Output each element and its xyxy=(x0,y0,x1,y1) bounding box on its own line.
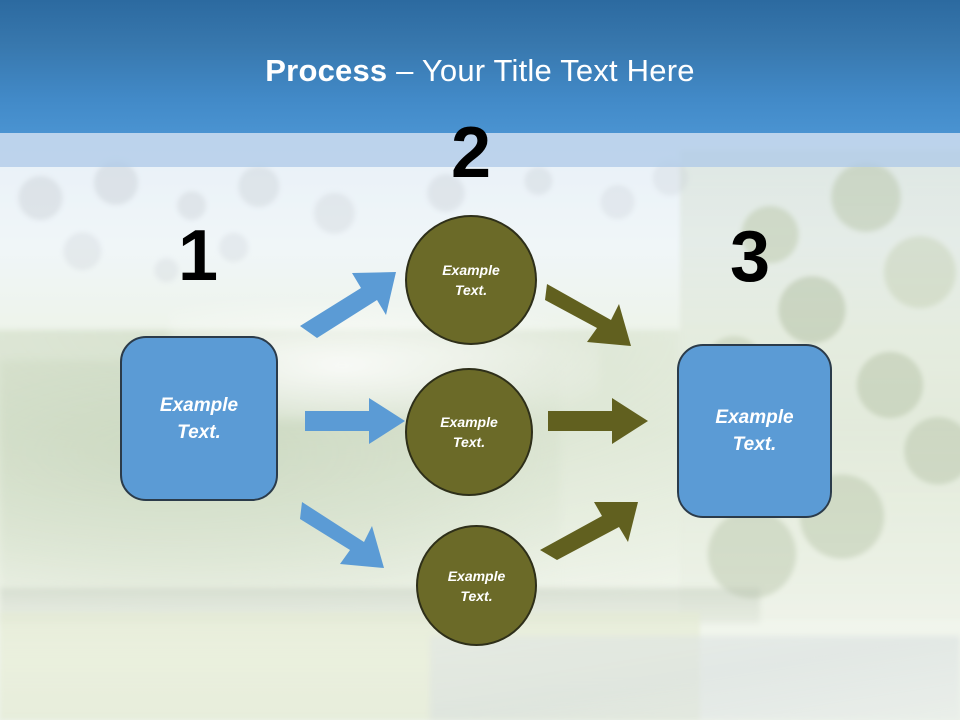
arrow-olive-down-right-icon xyxy=(545,284,631,346)
page-title-separator: – xyxy=(387,53,422,88)
process-circle-bottom-line-1: Example xyxy=(447,567,506,584)
output-box[interactable]: Example Text. xyxy=(677,344,832,518)
input-box-line-1: Example xyxy=(159,394,239,416)
arrow-blue-right-icon xyxy=(305,398,405,444)
process-circle-bottom-text: Example Text. xyxy=(448,566,506,606)
process-circle-top[interactable]: Example Text. xyxy=(405,215,537,345)
step-number-1: 1 xyxy=(177,216,219,296)
output-box-line-2: Text. xyxy=(732,434,777,455)
background-river-water xyxy=(430,636,960,720)
arrow-olive-right-icon xyxy=(548,398,648,444)
step-number-3: 3 xyxy=(729,217,771,297)
process-circle-top-text: Example Text. xyxy=(442,260,500,300)
process-circle-bottom-line-2: Text. xyxy=(460,587,493,604)
process-circle-bottom[interactable]: Example Text. xyxy=(416,525,537,646)
output-box-text: Example Text. xyxy=(715,404,793,458)
arrow-blue-up-right-icon xyxy=(300,272,396,338)
process-circle-top-line-2: Text. xyxy=(454,282,488,298)
arrow-olive-up-right-icon xyxy=(540,502,638,560)
input-box-line-2: Text. xyxy=(177,421,221,443)
arrow-blue-down-right-icon xyxy=(300,502,384,568)
process-circle-top-line-1: Example xyxy=(442,262,500,278)
title-band-accent xyxy=(0,133,960,167)
title-band xyxy=(0,0,960,133)
output-box-line-1: Example xyxy=(715,407,794,428)
process-circle-middle-line-2: Text. xyxy=(452,434,486,450)
process-circle-middle[interactable]: Example Text. xyxy=(405,368,533,496)
input-box-text: Example Text. xyxy=(160,392,238,446)
page-title: Process – Your Title Text Here xyxy=(0,52,960,90)
input-box[interactable]: Example Text. xyxy=(120,336,278,501)
step-number-2: 2 xyxy=(450,113,492,193)
process-circle-middle-line-1: Example xyxy=(440,414,498,430)
page-title-strong: Process xyxy=(265,53,388,88)
process-circle-middle-text: Example Text. xyxy=(440,412,498,452)
page-title-light: Your Title Text Here xyxy=(421,53,695,88)
